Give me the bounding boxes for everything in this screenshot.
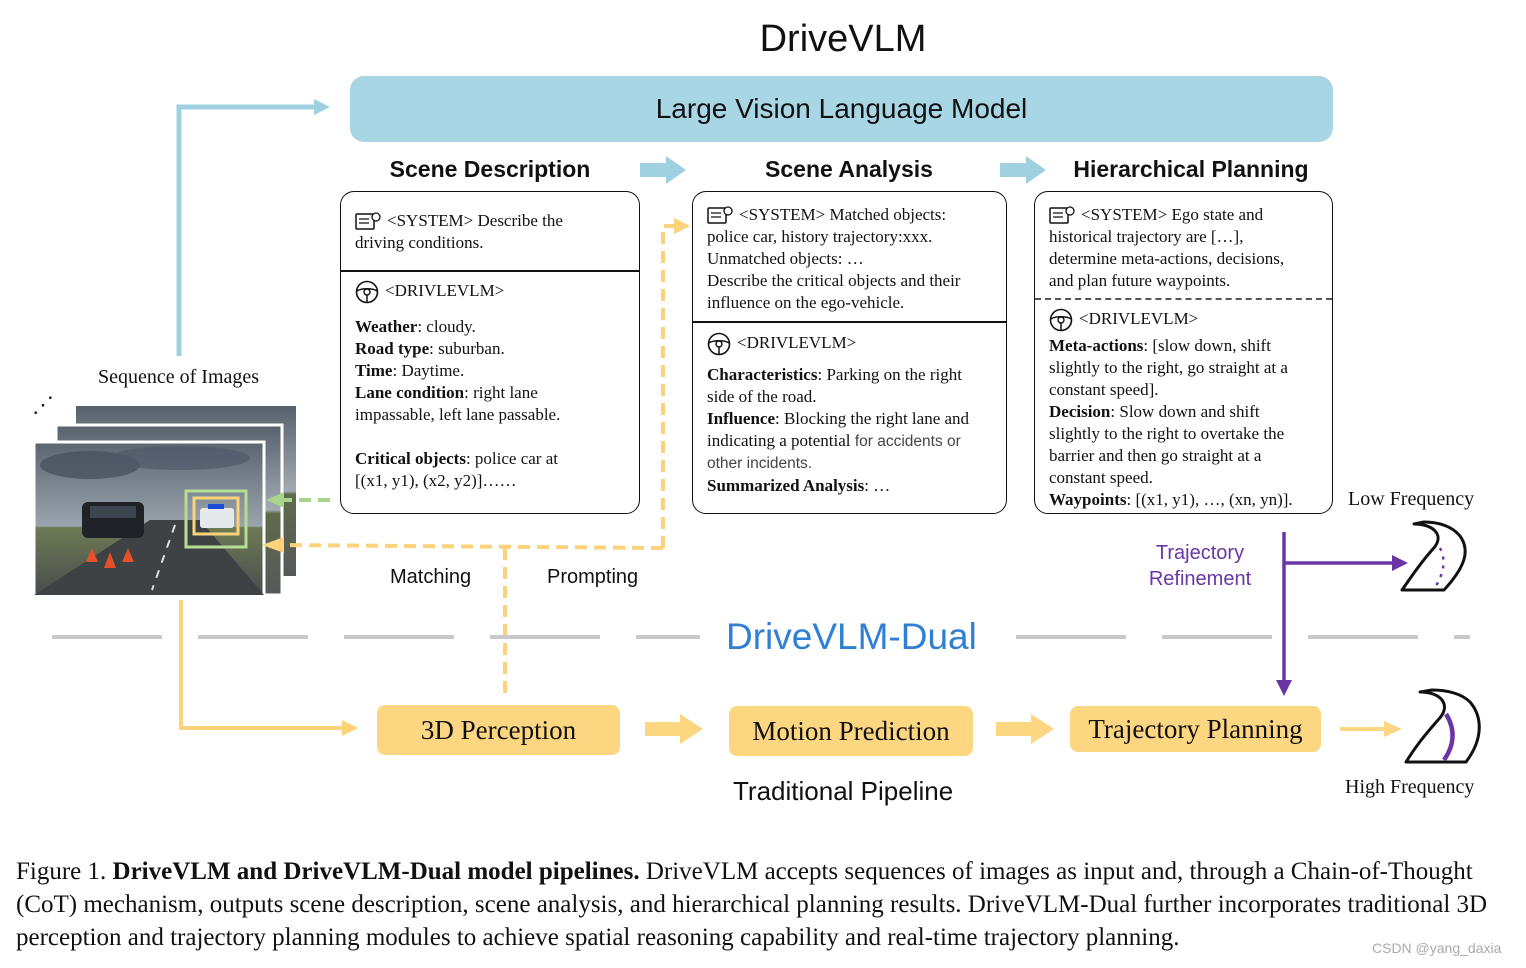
system-prompt-line: influence on the ego-vehicle.	[707, 293, 905, 313]
field-value: : [(x1, y1), …, (xn, yn)].	[1126, 490, 1293, 509]
3d-perception-label: 3D Perception	[420, 714, 577, 745]
prompting-label: Prompting	[547, 566, 639, 588]
field-value: : right lane	[464, 383, 538, 402]
field-key: Summarized Analysis	[707, 476, 865, 495]
field-value: : police car at	[465, 449, 558, 468]
scene-analysis-box: <SYSTEM> Matched objects: police car, hi…	[692, 191, 1007, 514]
field-key: Road type	[355, 339, 430, 358]
agent-label: <DRIVLEVLM>	[737, 333, 857, 352]
field-continuation: for accidents or	[850, 433, 961, 450]
system-prompt-line: driving conditions.	[355, 233, 484, 253]
field-key: Decision	[1049, 402, 1111, 421]
caption-bold: DriveVLM and DriveVLM-Dual model pipelin…	[112, 858, 640, 885]
system-prompt-line: historical trajectory are […],	[1049, 227, 1244, 247]
trajectory-planning-box: Trajectory Planning	[1070, 706, 1321, 752]
scene-description-box: <SYSTEM> Describe the driving conditions…	[340, 191, 640, 514]
system-prompt-line: <SYSTEM> Matched objects:	[739, 205, 947, 224]
field-value: : Daytime.	[392, 361, 465, 380]
field-key: Weather	[355, 317, 418, 336]
pipeline-arrow-1	[645, 714, 703, 744]
road-icon-high-frequency	[1404, 688, 1481, 764]
caption-prefix: Figure 1.	[16, 858, 113, 885]
pipeline-arrow-2	[996, 714, 1054, 744]
system-prompt-line: Unmatched objects: …	[707, 249, 864, 269]
field-value: : Parking on the right	[817, 365, 962, 384]
blue-arrow-description-to-analysis	[640, 156, 686, 184]
trajectory-refinement-line: Trajectory	[1155, 542, 1245, 564]
low-frequency-label: Low Frequency	[1348, 488, 1475, 510]
field-continuation: impassable, left lane passable.	[355, 405, 561, 424]
field-value: : suburban.	[429, 339, 505, 358]
sequence-of-images-stack	[32, 406, 296, 597]
system-prompt-line: determine meta-actions, decisions,	[1049, 249, 1285, 269]
column-title-scene-analysis: Scene Analysis	[765, 156, 933, 182]
lvlm-label: Large Vision Language Model	[655, 93, 1028, 124]
motion-prediction-label: Motion Prediction	[752, 715, 950, 746]
field-key: Lane condition	[355, 383, 465, 402]
trajectory-refinement-label: Trajectory Refinement	[1140, 540, 1260, 592]
agent-label: <DRIVLEVLM>	[1079, 309, 1199, 328]
trajectory-refinement-line: Refinement	[1148, 568, 1252, 590]
3d-perception-box: 3D Perception	[377, 705, 620, 755]
large-vision-language-model: Large Vision Language Model	[350, 76, 1333, 142]
traditional-pipeline-label: Traditional Pipeline	[733, 776, 954, 806]
watermark: CSDN @yang_daxia	[1372, 940, 1502, 956]
steering-wheel-icon	[355, 280, 379, 304]
caption-text: DriveVLM accepts sequences of images as …	[16, 858, 1488, 951]
system-prompt-line: police car, history trajectory:xxx.	[707, 227, 933, 247]
field-value: : Slow down and shift	[1110, 402, 1260, 421]
field-continuation: slightly to the right to overtake the	[1049, 424, 1285, 443]
high-frequency-label: High Frequency	[1345, 776, 1475, 798]
system-settings-icon	[1049, 206, 1075, 226]
field-key: Influence	[707, 409, 775, 428]
field-key: Time	[355, 361, 393, 380]
ellipsis-mark: ⋰	[32, 392, 54, 417]
system-prompt-line: <SYSTEM> Describe the	[387, 211, 563, 230]
field-continuation: [(x1, y1), (x2, y2)]……	[355, 471, 517, 490]
system-settings-icon	[355, 212, 381, 232]
images-to-perception-arrow	[179, 600, 358, 736]
field-continuation: constant speed].	[1049, 380, 1159, 399]
field-key: Critical objects	[355, 449, 466, 468]
field-continuation: barrier and then go straight at a	[1049, 446, 1262, 465]
field-key: Characteristics	[707, 365, 818, 384]
field-continuation: slightly to the right, go straight at a	[1049, 358, 1288, 377]
hierarchical-planning-box: <SYSTEM> Ego state and historical trajec…	[1034, 191, 1333, 514]
steering-wheel-icon	[707, 332, 731, 356]
trajectory-planning-label: Trajectory Planning	[1088, 713, 1303, 744]
field-value: : cloudy.	[417, 317, 476, 336]
figure-caption: Figure 1. DriveVLM and DriveVLM-Dual mod…	[16, 855, 1510, 954]
field-key: Meta-actions	[1049, 336, 1144, 355]
trajectory-refinement-arrows	[1276, 532, 1408, 696]
field-value: : Blocking the right lane and	[775, 409, 970, 428]
steering-wheel-icon	[1049, 308, 1073, 332]
system-prompt-line: and plan future waypoints.	[1049, 271, 1231, 291]
system-prompt-line: Describe the critical objects and their	[707, 271, 961, 291]
drivevlm-dual-label: DriveVLM-Dual	[726, 616, 977, 657]
field-key: Waypoints	[1049, 490, 1127, 509]
field-value: : …	[864, 476, 891, 495]
field-continuation: indicating a potential	[707, 431, 851, 450]
matching-label: Matching	[390, 566, 472, 588]
sequence-of-images-label: Sequence of Images	[98, 366, 260, 388]
field-value: : [slow down, shift	[1143, 336, 1271, 355]
prompting-arrows	[262, 218, 690, 700]
column-title-scene-description: Scene Description	[389, 156, 591, 182]
blue-arrow-images-to-lvlm	[176, 99, 330, 356]
column-title-hierarchical-planning: Hierarchical Planning	[1073, 156, 1309, 182]
road-icon-low-frequency	[1400, 520, 1467, 592]
field-continuation: side of the road.	[707, 387, 817, 406]
agent-label: <DRIVLEVLM>	[385, 281, 505, 300]
diagram-title: DriveVLM	[759, 18, 927, 60]
system-settings-icon	[707, 206, 733, 226]
blue-arrow-analysis-to-planning	[1000, 156, 1046, 184]
matching-arrow	[266, 492, 330, 508]
system-prompt-line: <SYSTEM> Ego state and	[1081, 205, 1264, 224]
field-continuation: constant speed.	[1049, 468, 1153, 487]
motion-prediction-box: Motion Prediction	[729, 706, 973, 756]
pipeline-arrow-3	[1340, 721, 1402, 737]
field-continuation: other incidents.	[707, 455, 813, 472]
